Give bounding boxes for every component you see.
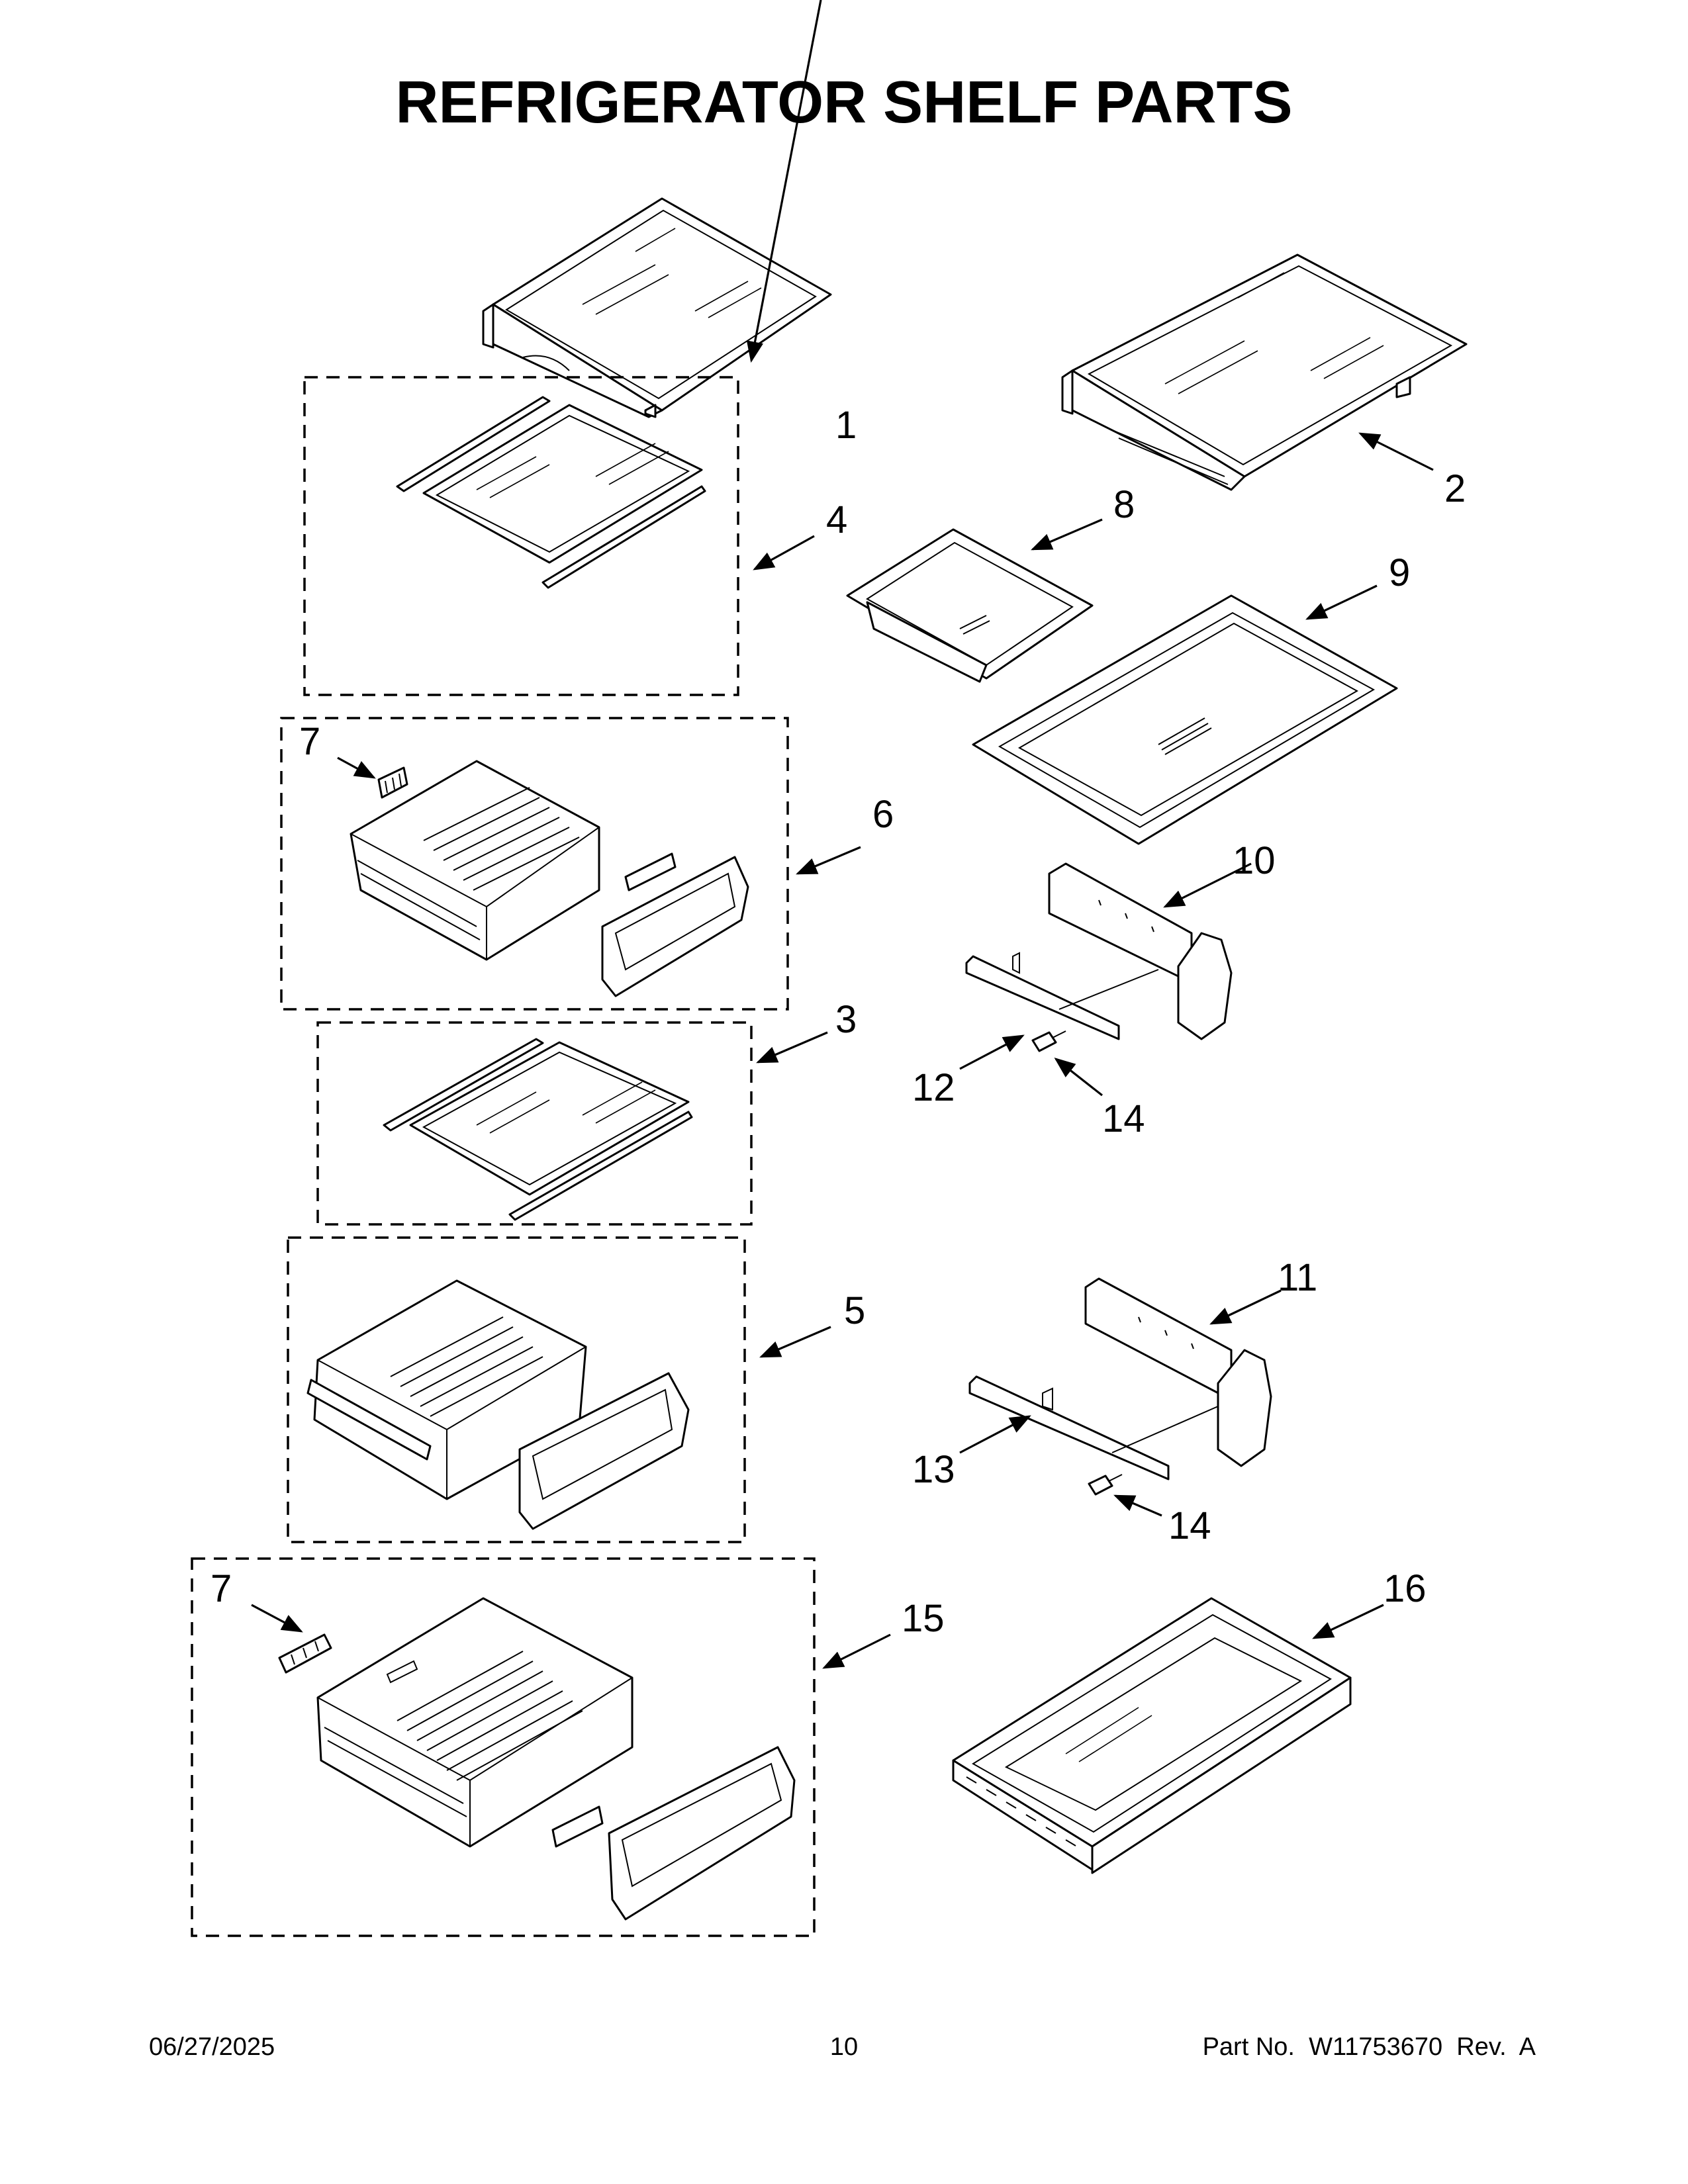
part-8-small-bin	[846, 528, 1094, 683]
part-5-drawer	[306, 1279, 587, 1500]
leader-14a	[1054, 1058, 1103, 1097]
assembly-box-5	[287, 1236, 746, 1543]
footer-page-number: 10	[830, 2033, 858, 2061]
leader-4	[753, 535, 815, 570]
part-12-rail	[965, 952, 1159, 1040]
part-3-glass-shelf	[383, 1038, 693, 1221]
part-9-tray	[972, 594, 1398, 845]
callout-5: 5	[844, 1289, 865, 1332]
leader-13	[959, 1415, 1031, 1454]
part-11-rail-cover	[1084, 1277, 1272, 1467]
leader-15	[822, 1633, 891, 1669]
leader-8	[1031, 518, 1103, 551]
part-16-frame	[952, 1597, 1352, 1874]
part-13-rail	[968, 1375, 1219, 1480]
callout-4: 4	[826, 498, 847, 541]
leader-6	[796, 846, 861, 875]
page-title: REFRIGERATOR SHELF PARTS	[395, 69, 1292, 136]
part-15-drawer-front	[551, 1746, 796, 1921]
leader-14b	[1113, 1494, 1162, 1517]
assembly-box-4	[303, 376, 739, 696]
callout-14a: 14	[1102, 1097, 1145, 1140]
leader-12	[959, 1034, 1025, 1070]
footer-date: 06/27/2025	[149, 2033, 275, 2061]
leader-9	[1305, 584, 1378, 620]
part-14-screw-a	[1031, 1030, 1066, 1052]
leader-3	[756, 1031, 828, 1064]
callout-11: 11	[1278, 1256, 1317, 1299]
leader-7b	[251, 1604, 303, 1633]
part-14-screw-b	[1088, 1474, 1123, 1496]
callout-6: 6	[872, 793, 894, 836]
callout-15: 15	[902, 1597, 945, 1640]
part-15-drawer	[316, 1597, 633, 1848]
leader-10	[1163, 862, 1252, 908]
leader-2	[1358, 432, 1434, 471]
callout-2: 2	[1444, 467, 1466, 510]
callout-13: 13	[912, 1448, 955, 1491]
callout-7b: 7	[211, 1567, 232, 1610]
leader-7a	[337, 756, 376, 779]
assembly-box-3	[316, 1021, 753, 1226]
leader-11	[1209, 1289, 1282, 1325]
part-6-crisper-drawer	[350, 760, 600, 961]
leader-5	[759, 1326, 831, 1358]
callout-12: 12	[912, 1066, 955, 1109]
part-10-rail-cover	[1048, 862, 1233, 1040]
callout-8: 8	[1113, 483, 1135, 526]
part-2-glass-shelf	[1061, 253, 1468, 491]
callout-10: 10	[1233, 839, 1276, 882]
callout-3: 3	[835, 998, 857, 1041]
part-7-vent-b	[278, 1633, 332, 1674]
assembly-box-15	[191, 1557, 816, 1937]
callout-7a: 7	[299, 720, 320, 763]
part-5-drawer-front	[518, 1372, 690, 1530]
callout-16: 16	[1383, 1567, 1427, 1610]
callout-1: 1	[835, 404, 857, 447]
part-6-drawer-front	[601, 852, 749, 997]
assembly-box-6	[280, 717, 789, 1011]
part-1-glass-shelf	[482, 197, 832, 418]
callout-9: 9	[1389, 551, 1410, 594]
leader-1	[746, 0, 822, 363]
footer-part-number: Part No. W11753670 Rev. A	[1203, 2033, 1536, 2061]
part-7-vent	[377, 766, 408, 799]
callout-14b: 14	[1168, 1504, 1211, 1547]
part-4-glass-shelf	[396, 396, 706, 589]
leader-16	[1312, 1604, 1384, 1639]
